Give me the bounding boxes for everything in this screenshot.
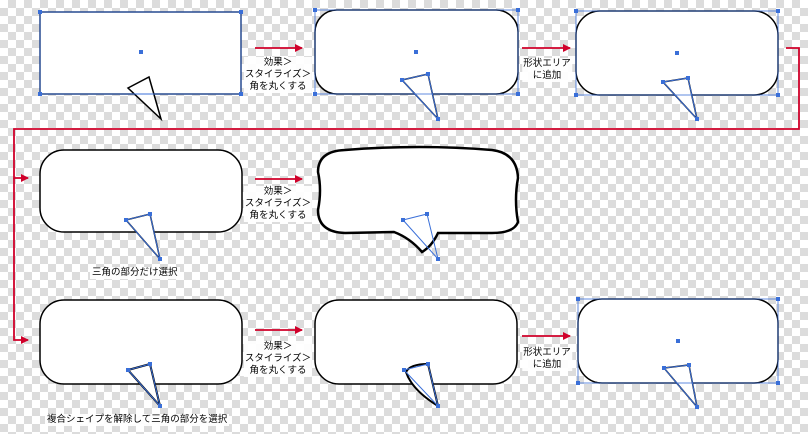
caption-release-compound: 複合シェイプを解除して三角の部分を選択 [45,414,230,426]
step-7-rounded-tail-shape [314,299,518,409]
step-3-merged-shape [574,9,780,122]
label-round-corners-2: 効果＞ スタイライズ＞ 角を丸くする [243,186,313,222]
step-8-final-shape [576,297,780,410]
label-round-corners-1: 効果＞ スタイライズ＞ 角を丸くする [243,57,313,93]
caption-select-triangle: 三角の部分だけ選択 [90,267,180,279]
arrow-row2-to-row3 [13,178,29,344]
label-add-shape-area-2: 形状エリア に追加 [522,347,572,371]
step-4-rounded-triangle-selected [39,149,243,261]
arrow-row1-to-row2 [13,47,800,182]
label-add-shape-area-1: 形状エリア に追加 [522,58,572,82]
step-1-rect-with-tail [38,10,243,122]
step-5-bumpy-shape [316,145,520,261]
label-round-corners-3: 効果＞ スタイライズ＞ 角を丸くする [243,341,313,377]
step-2-rounded-shape [313,8,520,122]
step-6-rounded-triangle-selected [39,299,243,408]
